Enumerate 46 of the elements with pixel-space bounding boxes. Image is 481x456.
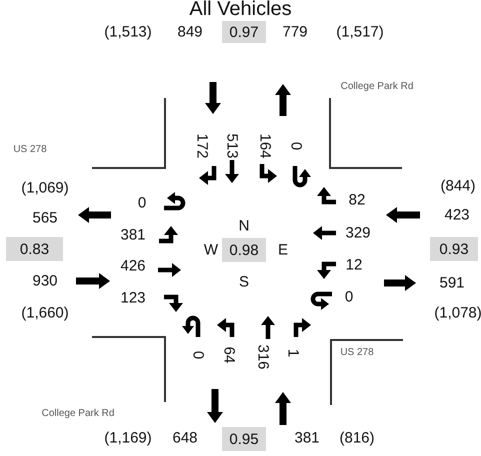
compass-letter: W <box>204 242 218 258</box>
count-label: 648 <box>172 430 198 446</box>
count-label: (816) <box>339 430 375 446</box>
factor-box: 0.95 <box>222 427 266 451</box>
count-label: 849 <box>177 24 203 40</box>
count-label: 0 <box>344 290 354 304</box>
compass-letter: E <box>278 242 288 258</box>
count-label: 381 <box>294 430 320 446</box>
count-label: 565 <box>32 210 58 226</box>
count-label: 1 <box>286 348 300 358</box>
factor-box: 0.98 <box>222 238 266 262</box>
count-label: (1,078) <box>434 306 481 320</box>
count-label: (1,513) <box>104 24 152 40</box>
count-label: 513 <box>224 133 240 159</box>
count-label: 381 <box>120 228 146 242</box>
factor-box: 0.93 <box>430 237 478 261</box>
count-label: 591 <box>439 276 465 290</box>
count-label: 316 <box>256 344 270 370</box>
count-label: 172 <box>194 133 210 159</box>
compass-letter: N <box>238 218 250 234</box>
factor-box: 0.97 <box>222 21 266 43</box>
count-label: 123 <box>120 290 146 306</box>
count-label: (1,069) <box>21 180 69 196</box>
count-label: 12 <box>346 258 362 272</box>
count-label: (844) <box>440 178 476 194</box>
count-label: 64 <box>222 346 236 364</box>
road-name: College Park Rd <box>42 409 114 419</box>
road-name: US 278 <box>340 348 374 358</box>
count-label: 423 <box>444 208 470 222</box>
count-label: (1,517) <box>336 24 384 40</box>
road-name: US 278 <box>13 145 47 155</box>
count-label: (1,660) <box>21 306 69 320</box>
road-name: College Park Rd <box>340 82 414 92</box>
factor-box: 0.83 <box>6 237 63 261</box>
count-label: 82 <box>348 192 366 208</box>
title: All Vehicles <box>188 0 293 20</box>
count-label: 0 <box>288 142 304 150</box>
count-label: (1,169) <box>104 430 152 446</box>
count-label: 779 <box>282 24 308 40</box>
count-label: 164 <box>258 133 272 159</box>
count-label: 329 <box>345 226 371 240</box>
count-label: 0 <box>138 196 146 210</box>
compass-letter: S <box>239 274 249 290</box>
count-label: 930 <box>32 274 58 288</box>
count-label: 0 <box>190 350 206 360</box>
count-label: 426 <box>120 258 146 274</box>
